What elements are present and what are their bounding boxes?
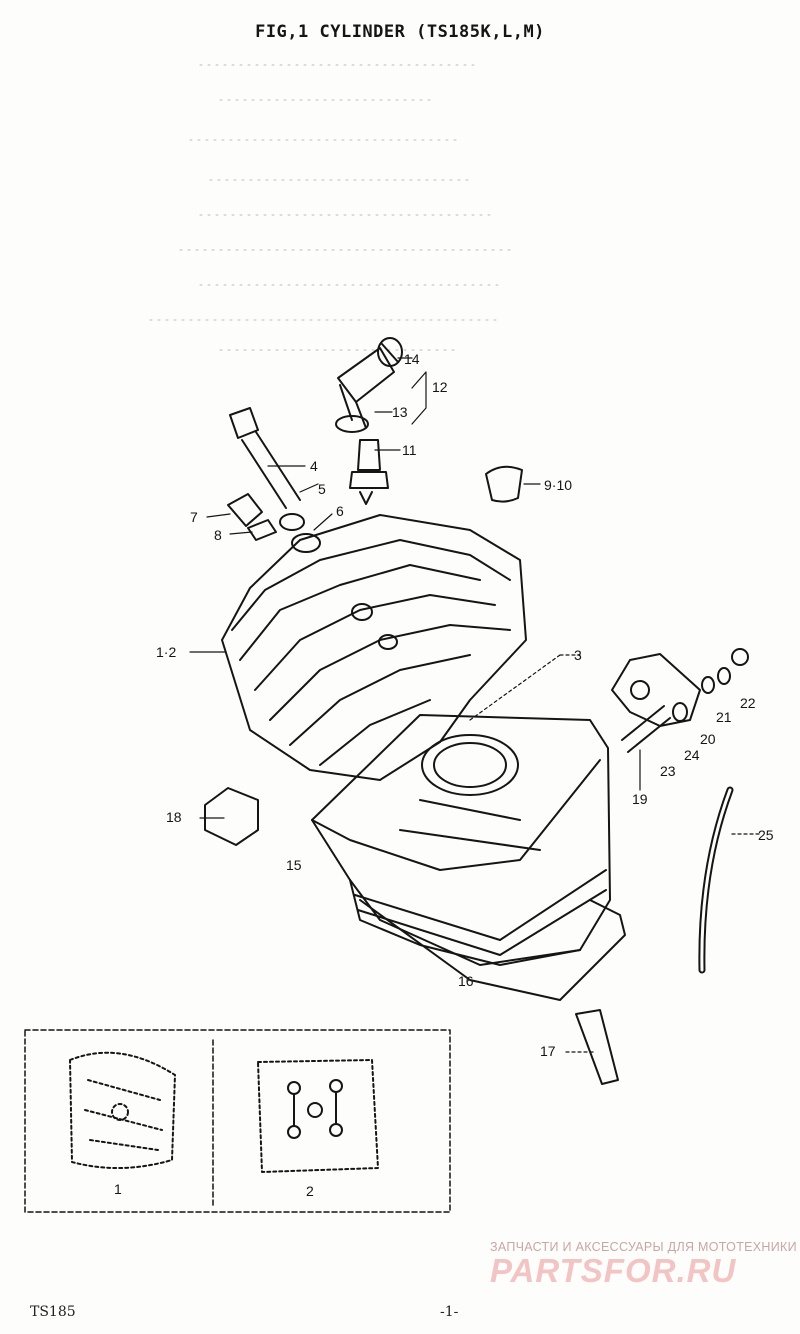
callout-25: 25 [758,827,774,843]
inset-label-1: 1 [114,1181,122,1197]
head-inset-view-2 [257,1059,379,1173]
head-inset-view-1 [69,1051,176,1170]
callout-labels: 14 12 13 11 4 5 6 7 8 9·10 1·2 3 22 21 2… [114,351,774,1199]
spark-plug-cap [335,337,403,433]
footer-model: TS185 [30,1304,76,1320]
callout-9-10: 9·10 [544,477,572,493]
figure-title: FIG,1 CYLINDER (TS185K,L,M) [255,22,545,42]
callout-13: 13 [392,404,408,420]
inset-frame [24,1029,451,1213]
callout-22: 22 [740,695,756,711]
callout-16: 16 [458,973,474,989]
callout-12: 12 [432,379,448,395]
watermark-logo: PARTSFOR.RU [490,1252,737,1289]
callout-7: 7 [190,509,198,525]
callout-18: 18 [166,809,182,825]
cap-9-10 [485,465,523,503]
watermark-tagline: ЗАПЧАСТИ И АКСЕССУАРЫ ДЛЯ МОТОТЕХНИКИ [490,1240,797,1254]
dowel-pin [575,1009,619,1085]
washer-5 [279,513,305,531]
base-gasket [359,899,626,1001]
callout-1-2: 1·2 [156,644,176,660]
exhaust-pipe-flange [611,648,749,753]
callout-20: 20 [700,731,716,747]
cylinder-head [221,514,527,781]
inset-label-2: 2 [306,1183,314,1199]
callout-11: 11 [402,442,417,458]
callout-23: 23 [660,763,676,779]
damper-rubber [204,787,259,846]
callout-19: 19 [632,791,648,807]
callout-4: 4 [310,458,318,474]
washer-6 [291,533,321,553]
callout-6: 6 [336,503,344,519]
callout-5: 5 [318,481,326,497]
spark-plug [349,439,389,505]
callout-15: 15 [286,857,302,873]
callout-8: 8 [214,527,222,543]
callout-14: 14 [404,351,420,367]
oring-8 [247,519,277,541]
scan-noise [149,64,511,351]
callout-17: 17 [540,1043,556,1059]
cylinder-block [311,714,611,966]
callout-3: 3 [574,647,582,663]
footer-page-number: -1- [440,1304,459,1320]
stud-bolt [229,407,301,509]
callout-24: 24 [684,747,700,763]
callout-21: 21 [716,709,732,725]
plug-7 [227,493,263,527]
